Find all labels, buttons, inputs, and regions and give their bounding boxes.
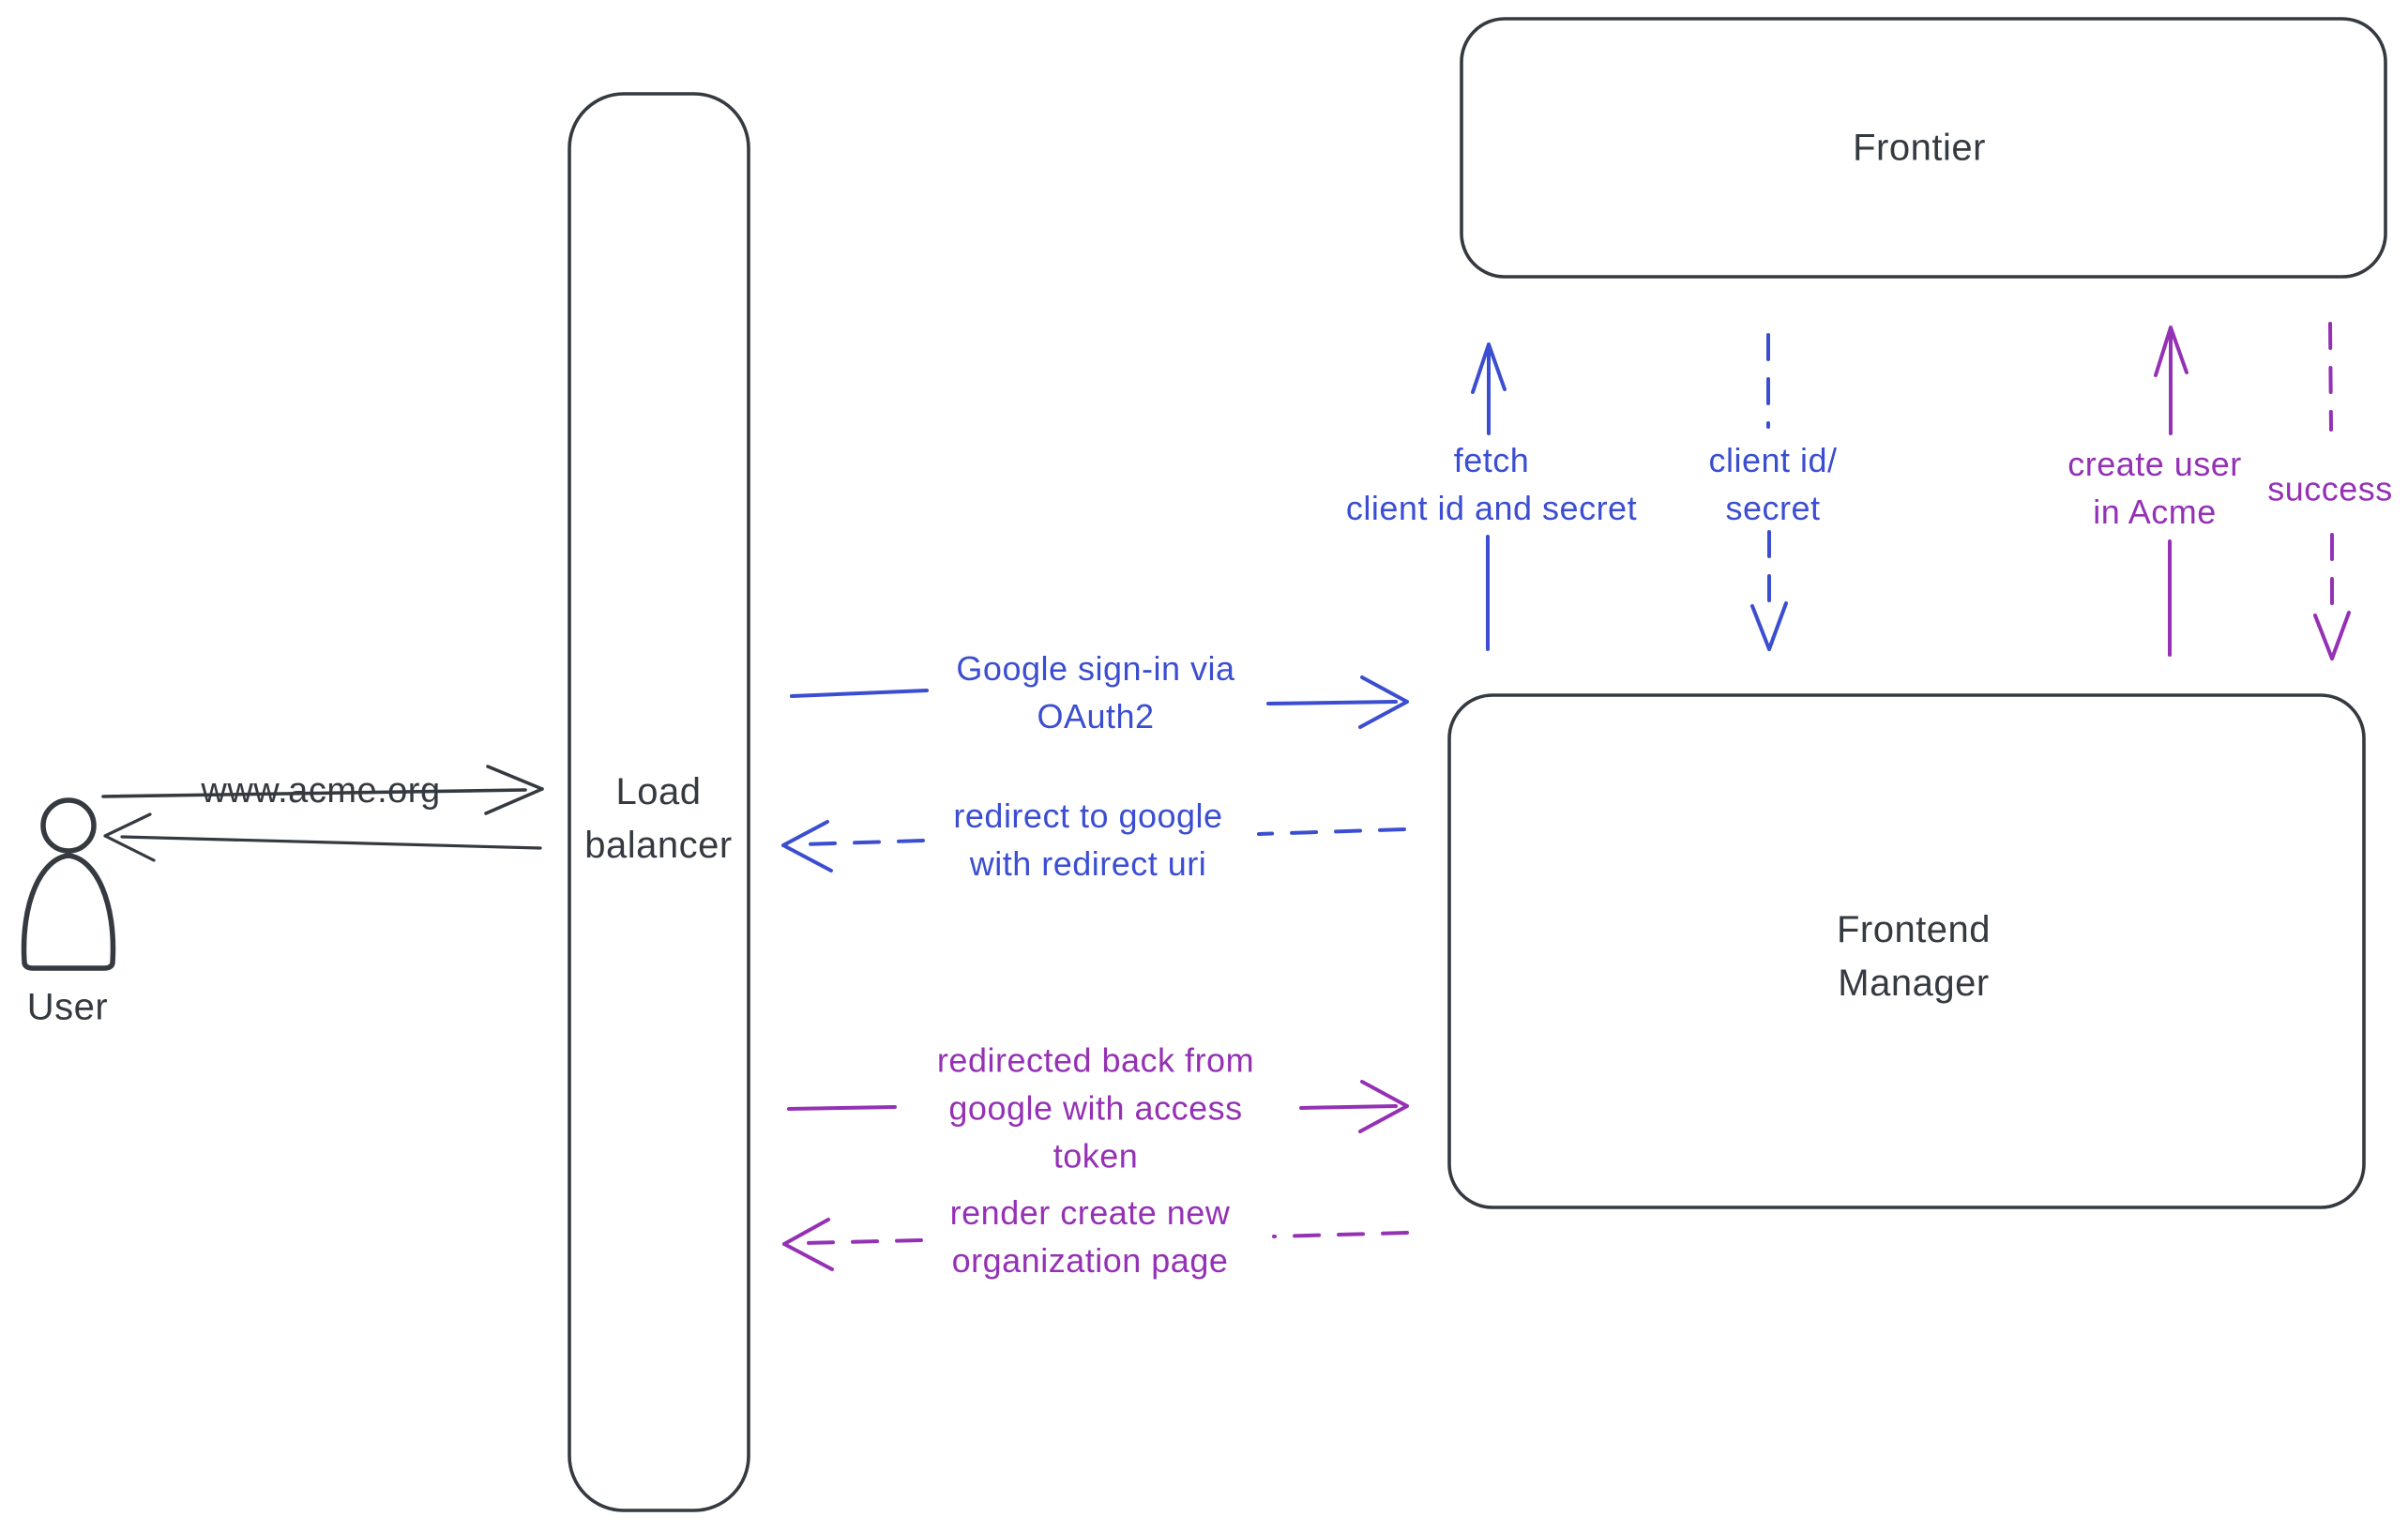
arrow-acme-request (101, 765, 544, 815)
arrow-create-user (2154, 326, 2188, 657)
fetch-client-id-label: fetch client id and secret (1345, 440, 1638, 527)
frontier-box (1460, 17, 2387, 279)
arrow-google-signin (790, 675, 1409, 729)
user-icon (21, 797, 116, 971)
create-user-label: create user in Acme (2067, 444, 2242, 531)
arrow-redirected-back (787, 1080, 1409, 1133)
frontend-manager-label: Frontend Manager (1836, 909, 1992, 1004)
arrow-redirect-to-google (781, 820, 1406, 872)
user-label: User (26, 986, 109, 1028)
arrow-render-org-page (782, 1218, 1409, 1271)
redirected-back-label: redirected back from google with access … (936, 1040, 1255, 1176)
arrow-client-id-secret (1750, 333, 1788, 651)
load-balancer-box (568, 92, 750, 1512)
frontier-label: Frontier (1853, 127, 1986, 169)
load-balancer-label: Load balancer (584, 771, 733, 866)
arrow-fetch-client-id (1471, 342, 1507, 651)
frontend-manager-box (1447, 693, 2366, 1209)
success-label: success (2267, 469, 2393, 508)
render-org-page-label: render create new organization page (949, 1192, 1231, 1280)
acme-request-label: www.acme.org (201, 771, 441, 812)
client-id-secret-label: client id/ secret (1708, 440, 1838, 527)
redirect-to-google-label: redirect to google with redirect uri (953, 796, 1223, 883)
arrow-acme-response (103, 812, 542, 862)
arrow-success (2313, 322, 2351, 660)
google-signin-label: Google sign-in via OAuth2 (956, 648, 1235, 736)
